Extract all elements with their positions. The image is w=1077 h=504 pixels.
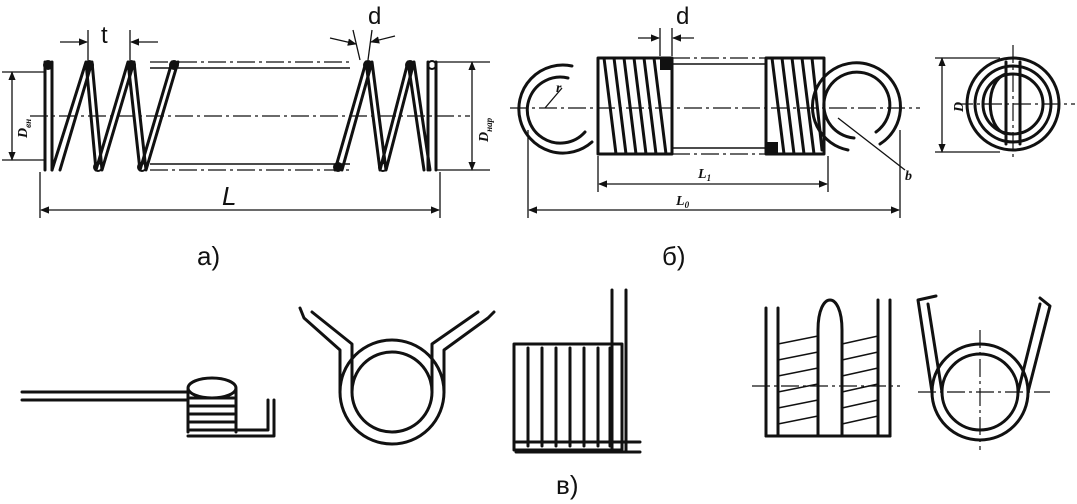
total-length-label: L0 — [675, 194, 690, 210]
compression-spring-drawing — [2, 29, 490, 218]
hook-radius-label: r — [556, 81, 562, 96]
body-length-label: L1 — [697, 167, 711, 183]
torsion-spring-loop — [298, 306, 496, 446]
torsion-spring-side — [512, 288, 642, 454]
hook-gap-label: b — [905, 169, 912, 184]
torsion-spring-small-coil — [20, 376, 276, 438]
caption-v: в) — [556, 470, 578, 500]
inner-diameter-label: Dвн — [16, 119, 33, 139]
torsion-spring-section — [752, 298, 900, 438]
caption-b: б) — [662, 241, 686, 271]
outer-diameter-label: Dнар — [477, 117, 494, 143]
wire-diameter-label-b: d — [676, 3, 689, 30]
pitch-label: t — [101, 22, 108, 49]
wire-diameter-label-a: d — [368, 3, 381, 30]
torsion-spring-crossed — [916, 294, 1052, 450]
extension-spring-drawing — [510, 28, 920, 218]
caption-a: a) — [197, 241, 220, 271]
extension-spring-end-view — [935, 45, 1075, 160]
length-label: L — [222, 181, 236, 211]
end-view-diameter-label: D — [952, 102, 967, 113]
